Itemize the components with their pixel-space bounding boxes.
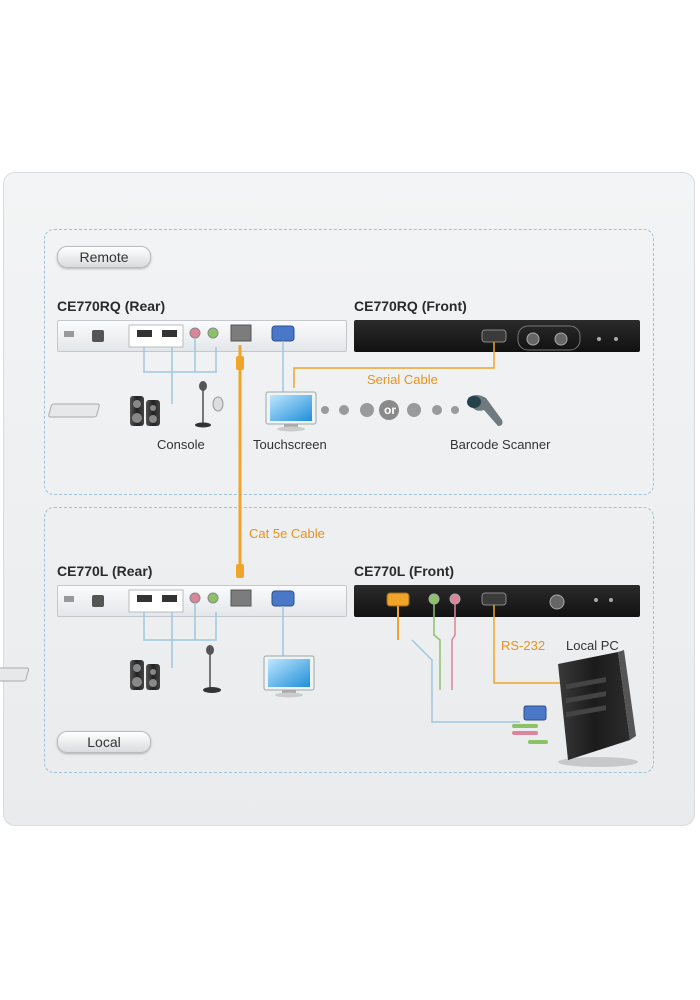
remote-zone — [44, 229, 654, 495]
rs232-label: RS-232 — [501, 638, 546, 653]
remote-console-cables — [143, 339, 284, 404]
ce770l-rear-panel — [57, 585, 347, 617]
touchscreen-label: Touchscreen — [253, 437, 327, 452]
local-pc-label: Local PC — [566, 638, 619, 653]
auto-manual-button-icon — [549, 594, 565, 610]
picture-compensation-box — [517, 325, 581, 351]
audio-jack-icon — [449, 593, 461, 605]
ce770l-rear-title: CE770L (Rear) — [57, 563, 153, 579]
local-pc — [558, 650, 638, 767]
remote-touchscreen — [265, 391, 317, 432]
audio-jack-icon — [428, 593, 440, 605]
local-console-cables — [143, 604, 284, 668]
led-icon — [614, 337, 618, 341]
usb-port-icon — [162, 330, 177, 337]
audio-jack-icon — [207, 327, 219, 339]
audio-jack-icon — [207, 592, 219, 604]
cat5e-cable — [236, 345, 244, 578]
ce770rq-rear-ports — [64, 324, 295, 348]
ce770l-rear-ports — [64, 589, 295, 613]
power-jack-icon — [92, 595, 104, 607]
remote-pill: Remote — [57, 246, 151, 268]
keyboard-icon — [48, 403, 100, 418]
ce770l-front-ports — [386, 592, 613, 610]
led-icon — [594, 598, 598, 602]
power-port-icon — [64, 331, 74, 337]
knob-icon — [554, 332, 568, 346]
rj45-port-icon — [230, 589, 252, 607]
audio-jack-icon — [189, 327, 201, 339]
serial-cable — [293, 342, 495, 388]
rj45-port-icon — [230, 324, 252, 342]
local-zone — [44, 507, 654, 773]
local-pc-connectors — [512, 705, 548, 744]
vga-port-icon — [271, 325, 295, 342]
local-pill: Local — [57, 731, 151, 753]
led-icon — [597, 337, 601, 341]
power-port-icon — [64, 596, 74, 602]
serial-port-icon — [481, 592, 507, 606]
knob-icon — [526, 332, 540, 346]
serial-cable-label: Serial Cable — [367, 372, 438, 387]
usb-port-icon — [137, 330, 152, 337]
cat5e-cable-label: Cat 5e Cable — [249, 526, 325, 541]
barcode-scanner — [467, 395, 503, 426]
mouse-icon — [212, 396, 224, 412]
ce770rq-front-title: CE770RQ (Front) — [354, 298, 467, 314]
local-pc-cables — [397, 604, 571, 723]
barcode-scanner-label: Barcode Scanner — [450, 437, 551, 452]
usb-port-icon — [137, 595, 152, 602]
local-console-devices — [0, 645, 221, 693]
local-monitor — [263, 655, 315, 698]
ce770rq-rear-title: CE770RQ (Rear) — [57, 298, 166, 314]
serial-port-icon — [481, 329, 507, 343]
alternative-dots — [321, 400, 459, 420]
power-jack-icon — [92, 330, 104, 342]
ce770l-front-title: CE770L (Front) — [354, 563, 455, 579]
remote-console-devices — [48, 381, 224, 428]
vga-port-icon — [386, 592, 410, 607]
audio-jack-icon — [189, 592, 201, 604]
pc-tower-icon — [558, 652, 630, 760]
vga-port-icon — [523, 705, 547, 721]
led-icon — [609, 598, 613, 602]
usb-port-icon — [162, 595, 177, 602]
keyboard-icon — [0, 667, 30, 682]
or-label: or — [384, 403, 396, 417]
vga-port-icon — [271, 590, 295, 607]
console-label: Console — [157, 437, 205, 452]
ce770rq-rear-panel — [57, 320, 347, 352]
ce770rq-front-ports — [481, 325, 618, 351]
